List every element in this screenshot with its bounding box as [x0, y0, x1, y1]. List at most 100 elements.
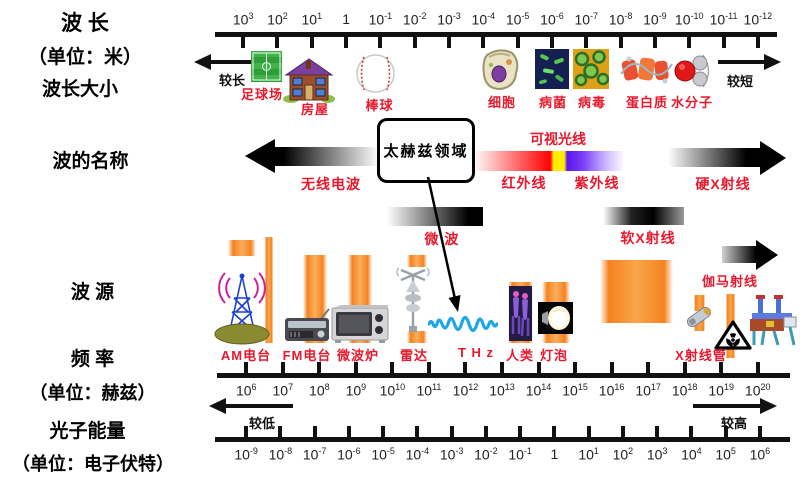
axis-tick-mark	[426, 362, 431, 373]
am-radio-label: AM电台	[220, 348, 272, 363]
axis-tick-label: 102	[267, 11, 288, 28]
radiation-warning-icon	[714, 320, 752, 350]
axis-tick-mark	[499, 362, 504, 373]
virus-icon	[573, 49, 609, 89]
hard-xray-arrow-band	[668, 148, 760, 167]
human-label: 人类	[505, 348, 534, 363]
virus-label: 病毒	[577, 95, 606, 110]
axis-tick-mark	[573, 362, 578, 373]
wavelength-unit: （单位：米）	[27, 47, 142, 68]
axis-tick-label: 10-11	[709, 11, 738, 28]
soccer-field-label: 足球场	[240, 87, 283, 102]
axis-tick-mark	[309, 37, 314, 48]
axis-tick-label: 105	[715, 446, 736, 463]
wavelength-size-label: 波长大小	[41, 79, 118, 100]
gamma-arrow-band	[722, 246, 756, 263]
microwave-oven-label: 微波炉	[336, 348, 379, 363]
axis-tick-label: 104	[681, 446, 702, 463]
axis-tick-label: 10-1	[508, 446, 532, 463]
axis-tick-mark	[549, 37, 554, 48]
axis-tick-mark	[353, 362, 358, 373]
axis-tick-label: 1017	[635, 382, 661, 399]
lower-arrow-line	[224, 404, 293, 408]
axis-tick-label: 103	[646, 446, 668, 463]
fm-radio-icon	[284, 308, 331, 342]
axis-tick-label: 10-4	[405, 446, 430, 463]
axis-tick-mark	[609, 362, 614, 373]
radio-label: 无线电波	[301, 176, 361, 192]
axis-tick-mark	[415, 426, 420, 437]
frequency-axis-ticks	[228, 362, 776, 373]
axis-tick-mark	[757, 426, 762, 437]
axis-tick-label: 107	[272, 382, 294, 399]
axis-tick-mark	[280, 362, 285, 373]
frequency-unit: （单位：赫兹）	[29, 383, 156, 403]
axis-tick-mark	[618, 37, 623, 48]
axis-tick-mark	[346, 426, 351, 437]
axis-tick-label: 101	[301, 11, 323, 28]
axis-tick-label: 10-8	[608, 11, 633, 28]
shorter-label: 较短	[726, 74, 753, 89]
axis-tick-mark	[241, 37, 246, 48]
accelerator-icon	[750, 295, 798, 348]
frequency-label: 频 率	[70, 349, 115, 370]
wave-source-label: 波 源	[70, 282, 115, 303]
axis-tick-label: 101	[578, 446, 599, 463]
axis-tick-label: 1016	[598, 382, 625, 399]
axis-tick-label: 1015	[562, 382, 588, 399]
gamma-arrow-head-icon	[756, 240, 778, 270]
axis-tick-label: 10-2	[474, 446, 498, 463]
axis-tick-label: 1	[342, 11, 350, 27]
water-molecule-label: 水分子	[670, 95, 713, 110]
frequency-axis-line	[217, 373, 790, 378]
radio-arrow-head-icon	[245, 139, 275, 173]
axis-tick-mark	[381, 426, 386, 437]
axis-tick-mark	[447, 37, 452, 48]
axis-tick-mark	[755, 362, 760, 373]
energy-axis-line	[215, 437, 790, 442]
axis-tick-label: 1019	[708, 382, 734, 399]
axis-tick-label: 10-9	[234, 446, 258, 463]
axis-tick-label: 10-8	[268, 446, 293, 463]
axis-tick-label: 10-2	[402, 11, 427, 28]
axis-tick-mark	[449, 426, 454, 437]
soft-xray-label: 软X射线	[620, 230, 676, 246]
thz-label: T H z	[457, 345, 495, 360]
axis-tick-mark	[481, 37, 486, 48]
axis-tick-mark	[655, 426, 660, 437]
xtube-emission-bar-a	[694, 295, 705, 311]
xtube-emission-bar-b	[694, 317, 705, 331]
axis-tick-label: 1011	[416, 382, 442, 399]
wave-name-label: 波的名称	[52, 151, 129, 172]
axis-tick-mark	[344, 37, 349, 48]
ultraviolet-label: 紫外线	[574, 175, 620, 191]
axis-tick-mark	[646, 362, 651, 373]
xray-tube-label: X射线管	[675, 348, 727, 363]
axis-tick-label: 10-9	[643, 11, 667, 28]
higher-arrow-icon	[760, 398, 777, 414]
radar-label: 雷达	[399, 348, 428, 363]
longer-arrow-line	[209, 60, 253, 64]
shorter-arrow-line	[718, 60, 766, 64]
axis-tick-mark	[412, 37, 417, 48]
microwave-band	[387, 207, 483, 226]
axis-tick-label: 10-3	[437, 11, 461, 28]
baseball-icon	[356, 54, 395, 93]
axis-tick-mark	[552, 426, 557, 437]
axis-tick-mark	[312, 426, 317, 437]
longer-label: 较长	[218, 73, 245, 88]
hard-xray-label: 硬X射线	[695, 176, 751, 192]
axis-tick-mark	[687, 37, 692, 48]
axis-tick-label: 1020	[744, 382, 771, 399]
axis-tick-label: 106	[235, 382, 257, 399]
axis-tick-mark	[721, 37, 726, 48]
soccer-field-icon	[251, 51, 282, 82]
axis-tick-label: 102	[612, 446, 634, 463]
bulb-icon	[538, 302, 573, 334]
axis-tick-mark	[682, 362, 687, 373]
axis-tick-mark	[378, 37, 383, 48]
infrared-label: 红外线	[501, 175, 547, 191]
axis-tick-mark	[719, 362, 724, 373]
photon-energy-unit: （单位：电子伏特）	[12, 454, 174, 474]
